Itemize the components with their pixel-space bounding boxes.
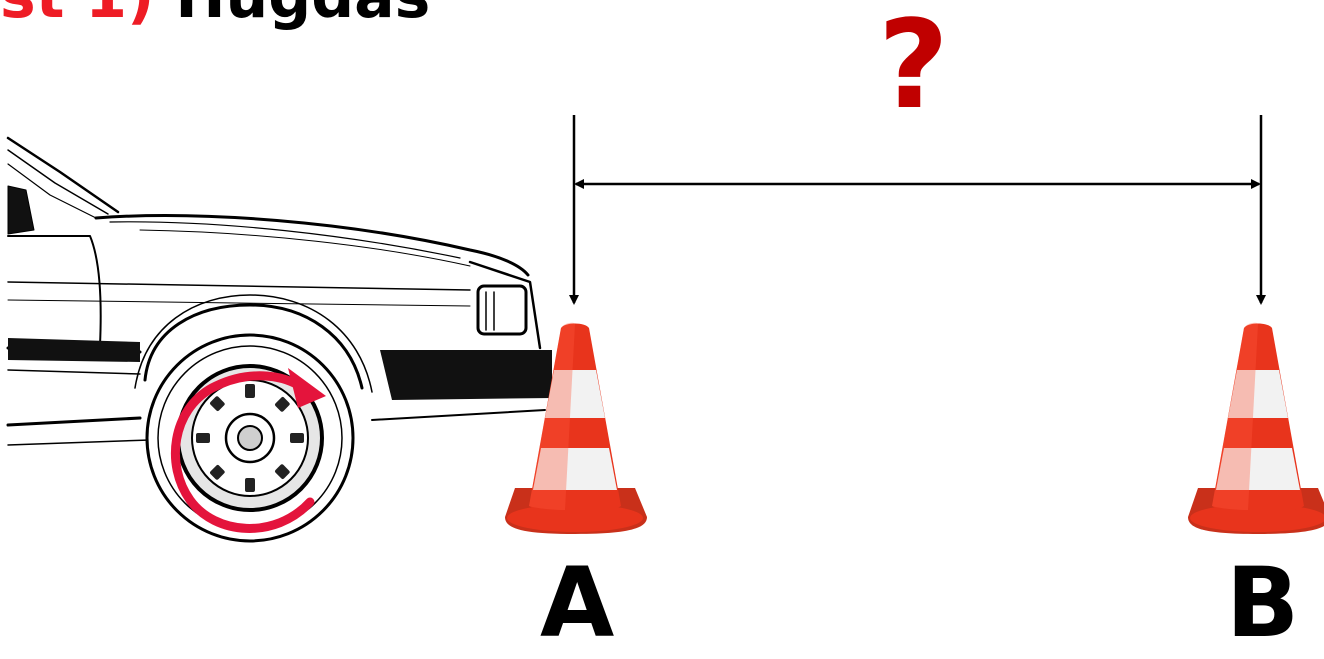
distance-dimension [574,115,1261,303]
point-label-b: B [1226,555,1299,651]
point-label-a: A [540,555,614,651]
car-bumper [380,350,552,400]
car-trim [8,338,140,362]
traffic-cone-icon [1188,323,1324,534]
